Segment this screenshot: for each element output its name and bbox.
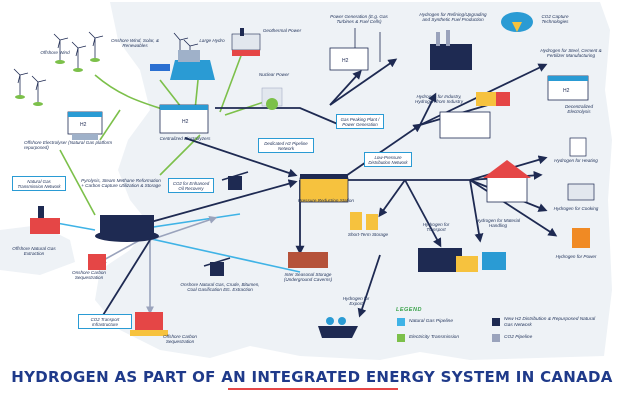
- short-term-storage-icon: [350, 212, 378, 230]
- h2-badges: H2 H2 H2 H2: [80, 58, 570, 128]
- offshore-sequestration-icon: [130, 312, 168, 336]
- power-icon: [572, 228, 590, 248]
- legend-h2-network: New H2 Distribution & Repurposed Natural…: [504, 317, 596, 328]
- h2-label-steel: H2: [563, 88, 570, 94]
- label-refining: Hydrogen for Refining/Upgrading and Synt…: [419, 12, 487, 23]
- callout-co2-transport: CO2 Transport Infrastructure: [78, 314, 132, 330]
- label-onshore-gas: Onshore Natural Gas, Crude, Bitumen, Coa…: [180, 282, 260, 293]
- land-island: [0, 225, 75, 275]
- label-large-hydro: Large Hydro: [199, 38, 225, 43]
- legend-electricity: Electricity Transmission: [409, 335, 460, 340]
- offshore-electrolyser-icon: [67, 111, 103, 140]
- nuclear-icon: [261, 87, 283, 110]
- pyrolysis-plant-icon: [95, 215, 159, 242]
- co2-pipelines: [97, 216, 218, 315]
- centralized-electrolyzers-icon: [159, 104, 209, 134]
- onshore-gas-pump-icon: [203, 257, 231, 276]
- steel-cement-icon: [547, 75, 589, 101]
- refining-icon: [430, 30, 472, 70]
- callout-gas-peaking-plant: Gas Peaking Plant / Power Generation: [336, 114, 384, 130]
- page-title: HYDROGEN AS PART OF AN INTEGRATED ENERGY…: [11, 368, 613, 386]
- legend-swatch-co2: [492, 334, 500, 342]
- label-co2-capture: CO2 Capture Technologies: [541, 14, 569, 25]
- label-power: Hydrogen for Power: [555, 254, 597, 259]
- callout-dedicated-h2-network: Dedicated H2 Pipeline Network: [258, 138, 314, 154]
- co2-capture-icon: [501, 12, 533, 32]
- label-power-generation: Power Generation (E.g. Gas Turbines & Fu…: [330, 14, 388, 25]
- oil-pump-icon: [221, 171, 249, 190]
- label-offshore-wind: Offshore Wind: [40, 50, 70, 55]
- legend-swatch-h2-network: [492, 318, 500, 326]
- h2-label-electrolyzer: H2: [182, 119, 189, 125]
- label-decentralized-electrolysis: Decentralized Electrolysis: [564, 104, 594, 115]
- label-geothermal: Geothermal Power: [262, 28, 302, 33]
- export-ship-icon: [318, 317, 358, 338]
- transport-icon: [418, 248, 506, 272]
- label-nuclear: Nuclear Power: [258, 72, 290, 77]
- large-hydro-icon: [170, 50, 215, 80]
- legend-co2: CO2 Pipeline: [504, 335, 533, 340]
- callout-enhanced-oil-recovery: CO2 for Enhanced Oil Recovery: [168, 178, 214, 194]
- pressure-reduction-station-icon: [299, 174, 349, 203]
- callout-low-pressure-network: Low-Pressure Distribution Network: [364, 152, 412, 168]
- offshore-wind-turbines: [13, 31, 104, 104]
- label-onshore-carbon-sequestration: Onshore Carbon Sequestration: [72, 270, 106, 281]
- house-icon: [483, 160, 531, 203]
- callout-natural-gas-network: Natural Gas Transmission Network: [12, 176, 66, 192]
- legend-title: LEGEND: [396, 307, 422, 313]
- h2-label-power: H2: [342, 58, 349, 64]
- label-short-term-storage: Short-Term Storage: [347, 232, 389, 237]
- wind-bases: [15, 58, 100, 106]
- label-heating: Hydrogen for Heating: [554, 158, 598, 163]
- h2-label-offshore: H2: [80, 122, 87, 128]
- heating-icon: [569, 137, 587, 157]
- power-generation-icon: [329, 28, 381, 71]
- label-centralized-electrolyzers: Centralized Electrolyzers: [159, 136, 211, 141]
- label-offshore-gas-extraction: Offshore Natural Gas Extraction: [12, 246, 56, 257]
- label-inter-seasonal-storage: Inter Seasonal Storage (Underground Cave…: [283, 272, 333, 283]
- geothermal-icon: [231, 28, 261, 56]
- label-onshore-renewables: Onshore Wind, Solar, & Renewables: [111, 38, 159, 49]
- industry-icon: [439, 92, 510, 139]
- label-pyrolysis: Pyrolysis, Steam Methane Reformation + C…: [81, 178, 161, 189]
- offshore-gas-rig-icon: [30, 206, 60, 234]
- onshore-sequestration-icon: [88, 254, 106, 270]
- label-material-handling: Hydrogen for Material Handling: [475, 218, 521, 229]
- label-industry: Hydrogen for Industry, Hydrogen from Ind…: [415, 94, 463, 105]
- label-pressure-reduction: Pressure Reduction Station: [298, 198, 354, 203]
- title-underline: [228, 388, 398, 390]
- label-transport: Hydrogen for Transport: [422, 222, 450, 233]
- inter-seasonal-storage-icon: [288, 252, 328, 268]
- label-cooking: Hydrogen for Cooking: [553, 206, 599, 211]
- label-export: Hydrogen for Export: [342, 296, 370, 307]
- label-steel-cement: Hydrogen for Steel, Cement & Fertilizer …: [540, 48, 602, 59]
- cooking-icon: [567, 183, 595, 201]
- legend-swatch-natural-gas: [397, 318, 405, 326]
- legend-natural-gas: Natural Gas Pipeline: [409, 319, 453, 324]
- label-offshore-carbon-sequestration: Offshore Carbon Sequestration: [163, 334, 197, 345]
- land-mass: [95, 2, 612, 360]
- label-offshore-electrolyser: Offshore Electrolyser (Natural Gas platf…: [24, 140, 113, 151]
- legend-swatch-electricity: [397, 334, 405, 342]
